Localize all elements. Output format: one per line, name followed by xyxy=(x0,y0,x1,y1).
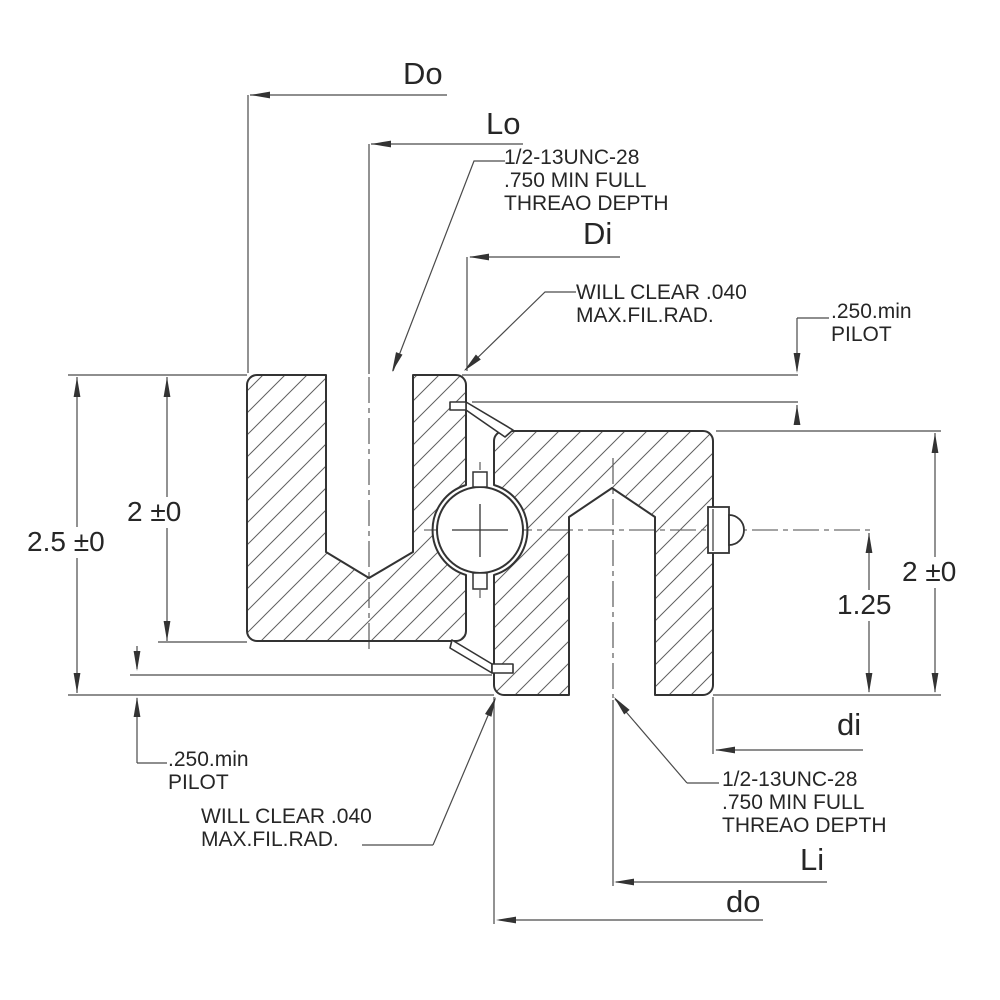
note-thread-top-line3: THREAO DEPTH xyxy=(504,192,669,215)
label-outer-bore: Di xyxy=(583,216,613,251)
note-thread-top: 1/2-13UNC-28 .750 MIN FULL THREAO DEPTH xyxy=(504,146,669,215)
note-thread-top-line2: .750 MIN FULL xyxy=(504,169,647,192)
note-clearance-top-line1: WILL CLEAR .040 xyxy=(576,281,747,304)
arrowheads xyxy=(73,91,939,924)
dim-center-height: 1.25 xyxy=(834,589,895,621)
note-thread-bottom-line3: THREAO DEPTH xyxy=(722,814,887,837)
label-outer-bolt-circle: Lo xyxy=(486,106,521,141)
note-pilot-top-line1: .250.min xyxy=(831,300,912,323)
label-inner-bolt-circle: Li xyxy=(800,842,825,877)
note-clearance-bottom: WILL CLEAR .040 MAX.FIL.RAD. xyxy=(201,805,372,851)
grease-fitting xyxy=(707,506,745,554)
note-clearance-bottom-line2: MAX.FIL.RAD. xyxy=(201,828,339,851)
note-pilot-top: .250.min PILOT xyxy=(831,300,912,346)
dim-inner-ring-height: 2 ±0 xyxy=(899,556,960,588)
inner-ring-section xyxy=(493,430,714,696)
note-pilot-top-line2: PILOT xyxy=(831,323,892,346)
note-pilot-bottom: .250.min PILOT xyxy=(168,748,249,794)
dim-outer-ring-height: 2 ±0 xyxy=(124,496,185,528)
note-thread-bottom-line1: 1/2-13UNC-28 xyxy=(722,768,858,791)
dim-overall-height: 2.5 ±0 xyxy=(24,526,108,558)
note-clearance-top-line2: MAX.FIL.RAD. xyxy=(576,304,714,327)
seal-top xyxy=(449,401,514,438)
ball-spacers xyxy=(472,471,488,590)
note-pilot-bottom-line2: PILOT xyxy=(168,771,229,794)
label-inner-bore: di xyxy=(837,707,862,742)
label-inner-od: do xyxy=(726,884,761,919)
note-thread-bottom-line2: .750 MIN FULL xyxy=(722,791,865,814)
outer-ring-section xyxy=(246,374,467,642)
note-clearance-bottom-line1: WILL CLEAR .040 xyxy=(201,805,372,828)
note-thread-top-line1: 1/2-13UNC-28 xyxy=(504,146,640,169)
note-thread-bottom: 1/2-13UNC-28 .750 MIN FULL THREAO DEPTH xyxy=(722,768,887,837)
ball-crosshair xyxy=(452,504,508,557)
label-outer-od: Do xyxy=(403,56,443,91)
seal-bottom xyxy=(449,639,514,674)
note-clearance-top: WILL CLEAR .040 MAX.FIL.RAD. xyxy=(576,281,747,327)
note-pilot-bottom-line1: .250.min xyxy=(168,748,249,771)
